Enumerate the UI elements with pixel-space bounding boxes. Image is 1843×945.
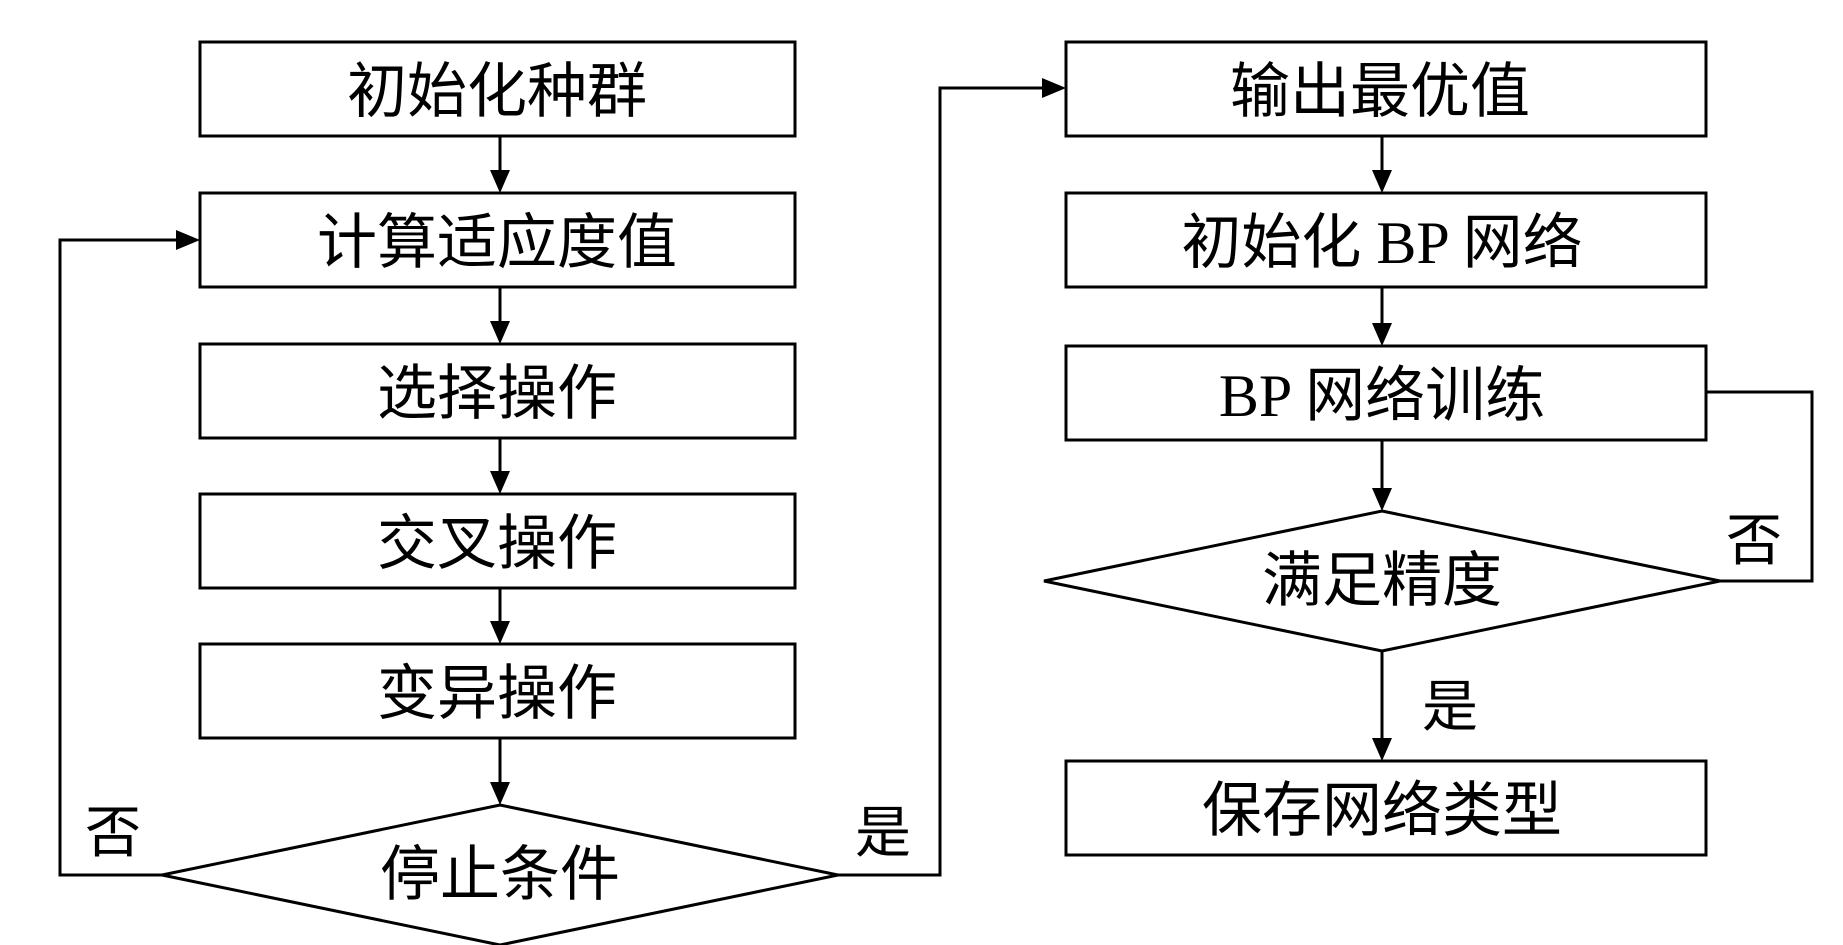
stop-condition-label: 停止条件 bbox=[380, 842, 620, 908]
arrowhead-crossover-to-mutation bbox=[490, 621, 510, 644]
compute-fitness-box bbox=[198, 191, 797, 289]
arrowhead-accuracy-to-save bbox=[1372, 738, 1392, 761]
arrowhead-selection-to-crossover bbox=[490, 471, 510, 494]
arrowhead-mutation-to-stop bbox=[490, 782, 510, 805]
bp-training-box bbox=[1064, 344, 1708, 442]
output-optimum-label: 输出最优值 bbox=[1230, 59, 1530, 125]
selection-label: 选择操作 bbox=[377, 361, 617, 427]
loop-back-line bbox=[58, 238, 176, 877]
selection-box bbox=[198, 342, 797, 440]
init-bp-box bbox=[1064, 191, 1708, 289]
right-yes-label: 是 bbox=[1422, 677, 1478, 739]
stop-condition-diamond bbox=[161, 803, 839, 945]
output-optimum-box bbox=[1064, 40, 1708, 138]
left-yes-label: 是 bbox=[855, 803, 911, 865]
right-no-label: 否 bbox=[1726, 511, 1782, 573]
arrowhead-to-output bbox=[1042, 78, 1066, 98]
yes-connector-line bbox=[838, 86, 1042, 877]
arrowhead-output-to-init-bp bbox=[1372, 170, 1392, 193]
crossover-label: 交叉操作 bbox=[377, 511, 617, 577]
init-population-box bbox=[198, 40, 797, 138]
init-population-label: 初始化种群 bbox=[347, 59, 647, 125]
arrowhead-init-to-fitness bbox=[490, 170, 510, 193]
mutation-box bbox=[198, 642, 797, 740]
bp-training-label: BP 网络训练 bbox=[1219, 363, 1545, 429]
compute-fitness-label: 计算适应度值 bbox=[317, 210, 677, 276]
left-no-label: 否 bbox=[85, 803, 141, 865]
save-network-box bbox=[1064, 759, 1708, 857]
arrowhead-fitness-to-selection bbox=[490, 321, 510, 344]
init-bp-label: 初始化 BP 网络 bbox=[1181, 210, 1582, 276]
arrowhead-loop-back bbox=[176, 230, 200, 250]
save-network-label: 保存网络类型 bbox=[1202, 778, 1562, 844]
arrowhead-training-to-accuracy bbox=[1372, 488, 1392, 511]
accuracy-label: 满足精度 bbox=[1262, 548, 1502, 614]
mutation-label: 变异操作 bbox=[377, 661, 617, 727]
accuracy-no-loop-line bbox=[1706, 390, 1814, 583]
crossover-box bbox=[198, 492, 797, 590]
arrowhead-init-bp-to-training bbox=[1372, 323, 1392, 346]
